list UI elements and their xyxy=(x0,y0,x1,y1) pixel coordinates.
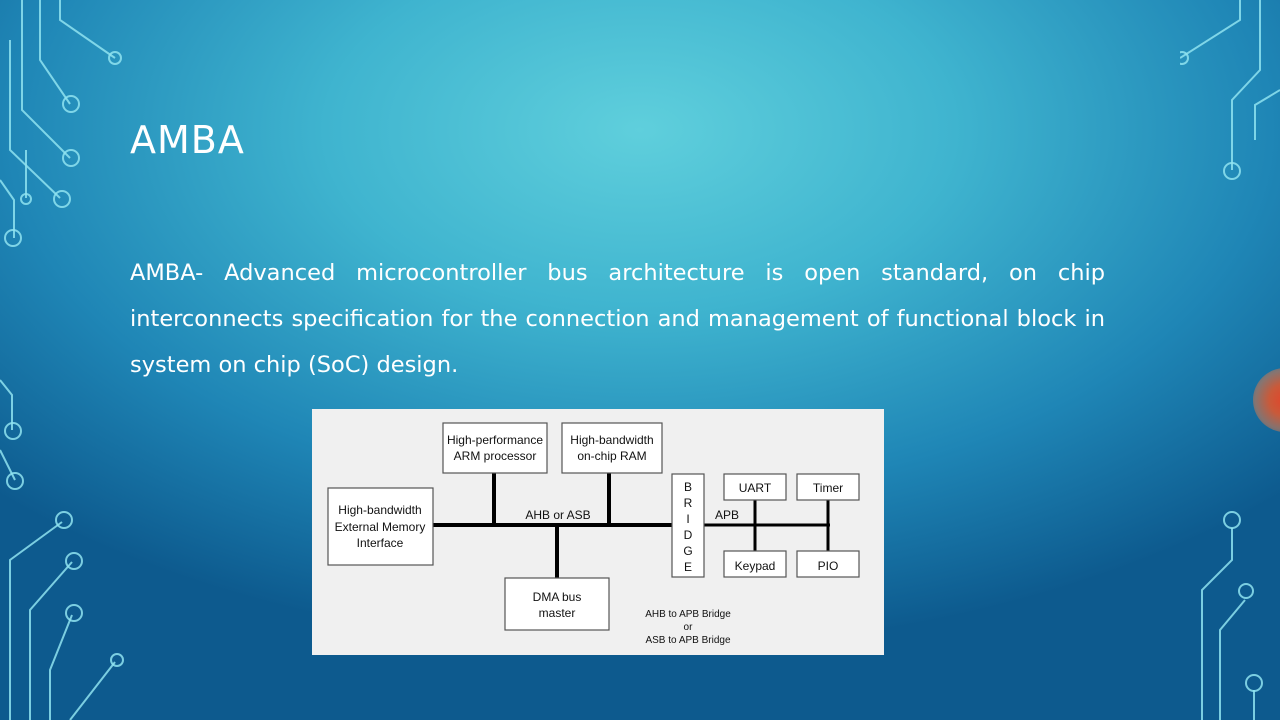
block-uart-label: UART xyxy=(739,481,772,495)
bridge-caption-line2: or xyxy=(684,622,694,633)
ahb-bus-label: AHB or ASB xyxy=(525,508,590,522)
block-external-memory-line3: Interface xyxy=(357,536,404,550)
block-external-memory-line2: External Memory xyxy=(335,520,426,534)
circuit-decoration-right xyxy=(1180,0,1280,720)
circuit-decoration-left xyxy=(0,0,124,720)
block-dma-master-line1: DMA bus xyxy=(533,590,582,604)
bridge-letter-e: E xyxy=(684,560,692,574)
block-uart xyxy=(723,473,787,501)
block-bridge xyxy=(671,473,705,578)
block-onchip-ram-line1: High-bandwidth xyxy=(570,433,653,447)
block-pio-label: PIO xyxy=(818,559,839,573)
block-timer xyxy=(796,473,860,501)
block-keypad xyxy=(723,550,787,578)
block-arm-processor xyxy=(442,422,548,474)
apb-bus-label: APB xyxy=(715,508,739,522)
bridge-letter-i: I xyxy=(686,512,689,526)
bridge-caption-line1: AHB to APB Bridge xyxy=(645,609,731,620)
block-arm-processor-line1: High-performance xyxy=(447,433,543,447)
slide-title: AMBA xyxy=(130,118,245,162)
block-external-memory-line1: High-bandwidth xyxy=(338,503,421,517)
block-external-memory xyxy=(327,487,434,566)
slide-body-text: AMBA- Advanced microcontroller bus archi… xyxy=(130,260,1105,378)
bridge-letter-d: D xyxy=(684,528,693,542)
block-pio xyxy=(796,550,860,578)
block-arm-processor-line2: ARM processor xyxy=(454,449,537,463)
bridge-letter-b: B xyxy=(684,480,692,494)
bridge-caption-line3: ASB to APB Bridge xyxy=(645,635,730,646)
block-timer-label: Timer xyxy=(813,481,843,495)
block-keypad-label: Keypad xyxy=(735,559,776,573)
block-onchip-ram xyxy=(561,422,663,474)
bridge-letter-r: R xyxy=(684,496,693,510)
amba-diagram-svg: High-performance ARM processor High-band… xyxy=(327,422,860,646)
block-onchip-ram-line2: on-chip RAM xyxy=(577,449,646,463)
block-dma-master-line2: master xyxy=(539,606,576,620)
bridge-letter-g: G xyxy=(683,544,692,558)
block-dma-master xyxy=(504,577,610,631)
amba-block-diagram: High-performance ARM processor High-band… xyxy=(312,409,884,655)
